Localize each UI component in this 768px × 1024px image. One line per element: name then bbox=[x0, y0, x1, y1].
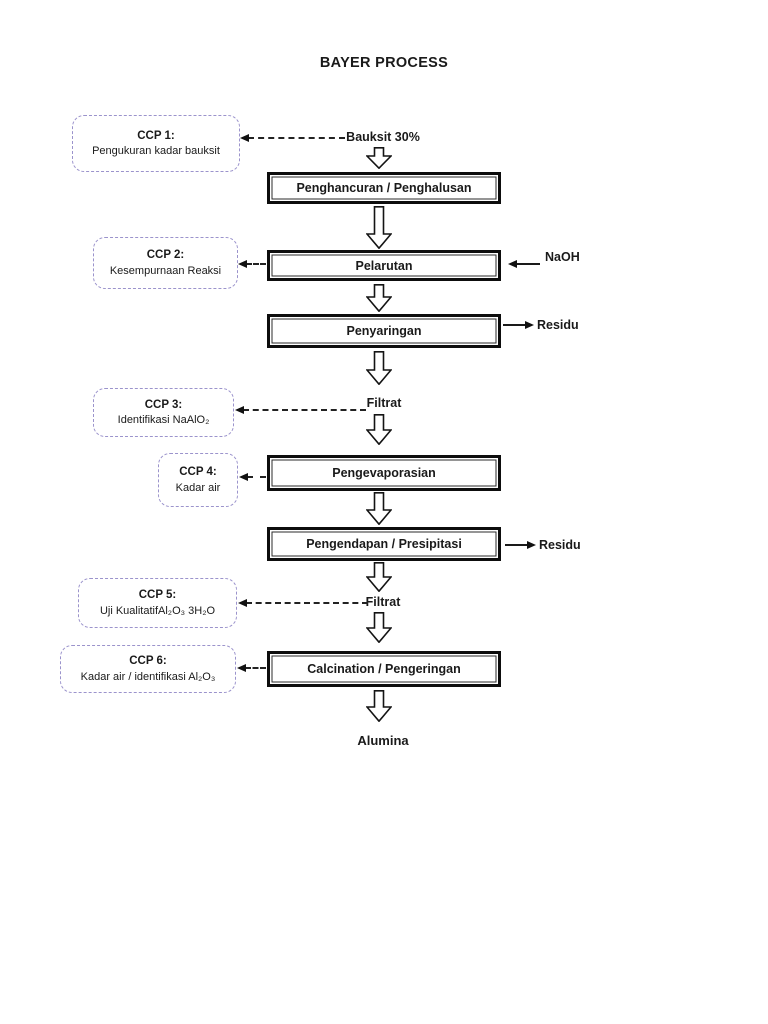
ccp2-connector-arrow-head bbox=[238, 259, 247, 268]
flow-down-arrow bbox=[366, 690, 392, 722]
flow-down-arrow bbox=[366, 414, 392, 445]
ccp1-title: CCP 1: bbox=[137, 129, 175, 142]
ccp6-detail: Kadar air / identifikasi Al₂O₃ bbox=[80, 670, 216, 683]
residu-output-arrow-2-head bbox=[527, 540, 536, 549]
ccp1-connector-arrow-head bbox=[240, 133, 249, 142]
ccp5-connector-arrow bbox=[246, 602, 368, 604]
ccp1-detail: Pengukuran kadar bauksit bbox=[92, 145, 220, 158]
page-title: BAYER PROCESS bbox=[319, 55, 449, 71]
ccp3-title: CCP 3: bbox=[144, 398, 183, 411]
flow-down-arrow bbox=[366, 562, 392, 592]
naoh-label: NaOH bbox=[545, 250, 580, 264]
ccp6-connector-arrow-head bbox=[237, 663, 246, 672]
step-box-pengevaporasian: Pengevaporasian bbox=[267, 455, 501, 491]
ccp6-connector-arrow bbox=[245, 667, 266, 669]
residu-label-2: Residu bbox=[539, 538, 581, 552]
step-label: Pengevaporasian bbox=[332, 466, 436, 480]
flow-down-arrow bbox=[366, 351, 392, 385]
ccp6-title: CCP 6: bbox=[129, 655, 167, 668]
ccp1-box: CCP 1: Pengukuran kadar bauksit bbox=[72, 115, 240, 172]
filtrat-label-2: Filtrat bbox=[365, 595, 401, 609]
naoh-input-arrow-head bbox=[508, 259, 517, 268]
ccp1-connector-arrow bbox=[248, 137, 345, 139]
flow-down-arrow bbox=[366, 206, 392, 249]
step-box-pengendapan: Pengendapan / Presipitasi bbox=[267, 527, 501, 561]
residu-output-arrow-2 bbox=[505, 544, 528, 546]
step-label: Penyaringan bbox=[346, 324, 422, 338]
flow-down-arrow bbox=[366, 284, 392, 312]
step-box-penghancuran: Penghancuran / Penghalusan bbox=[267, 172, 501, 204]
step-label: Calcination / Pengeringan bbox=[307, 662, 461, 676]
flow-down-arrow bbox=[366, 492, 392, 525]
residu-output-arrow-1-head bbox=[525, 320, 534, 329]
step-label: Pengendapan / Presipitasi bbox=[306, 537, 462, 551]
step-label: Penghancuran / Penghalusan bbox=[296, 181, 472, 195]
step-box-pelarutan: Pelarutan bbox=[267, 250, 501, 281]
ccp4-title: CCP 4: bbox=[179, 466, 217, 479]
ccp3-detail: Identifikasi NaAlO₂ bbox=[117, 414, 210, 427]
ccp5-connector-arrow-head bbox=[238, 598, 247, 607]
input-label: Bauksit 30% bbox=[346, 130, 420, 144]
ccp2-connector-arrow bbox=[246, 263, 266, 265]
ccp5-box: CCP 5: Uji KualitatifAl₂O₃ 3H₂O bbox=[78, 578, 237, 628]
output-label: Alumina bbox=[357, 733, 409, 748]
step-label: Pelarutan bbox=[355, 258, 413, 273]
filtrat-label-1: Filtrat bbox=[366, 396, 402, 410]
naoh-input-arrow bbox=[516, 263, 540, 265]
step-box-penyaringan: Penyaringan bbox=[267, 314, 501, 348]
ccp5-detail: Uji KualitatifAl₂O₃ 3H₂O bbox=[99, 604, 216, 617]
ccp2-title: CCP 2: bbox=[146, 249, 185, 262]
ccp4-connector-arrow-head bbox=[239, 472, 248, 481]
ccp4-detail: Kadar air bbox=[175, 481, 221, 494]
ccp3-box: CCP 3: Identifikasi NaAlO₂ bbox=[93, 388, 234, 437]
ccp3-connector-arrow-head bbox=[235, 405, 244, 414]
ccp6-box: CCP 6: Kadar air / identifikasi Al₂O₃ bbox=[60, 645, 236, 693]
ccp4-connector-arrow bbox=[247, 476, 266, 478]
ccp4-box: CCP 4: Kadar air bbox=[158, 453, 238, 507]
residu-output-arrow-1 bbox=[503, 324, 526, 326]
residu-label-1: Residu bbox=[537, 318, 579, 332]
ccp5-title: CCP 5: bbox=[138, 589, 177, 602]
ccp3-connector-arrow bbox=[243, 409, 366, 411]
step-box-calcination: Calcination / Pengeringan bbox=[267, 651, 501, 687]
ccp2-detail: Kesempurnaan Reaksi bbox=[109, 264, 222, 277]
flow-down-arrow bbox=[366, 147, 392, 169]
flow-down-arrow bbox=[366, 612, 392, 643]
ccp2-box: CCP 2: Kesempurnaan Reaksi bbox=[93, 237, 238, 289]
